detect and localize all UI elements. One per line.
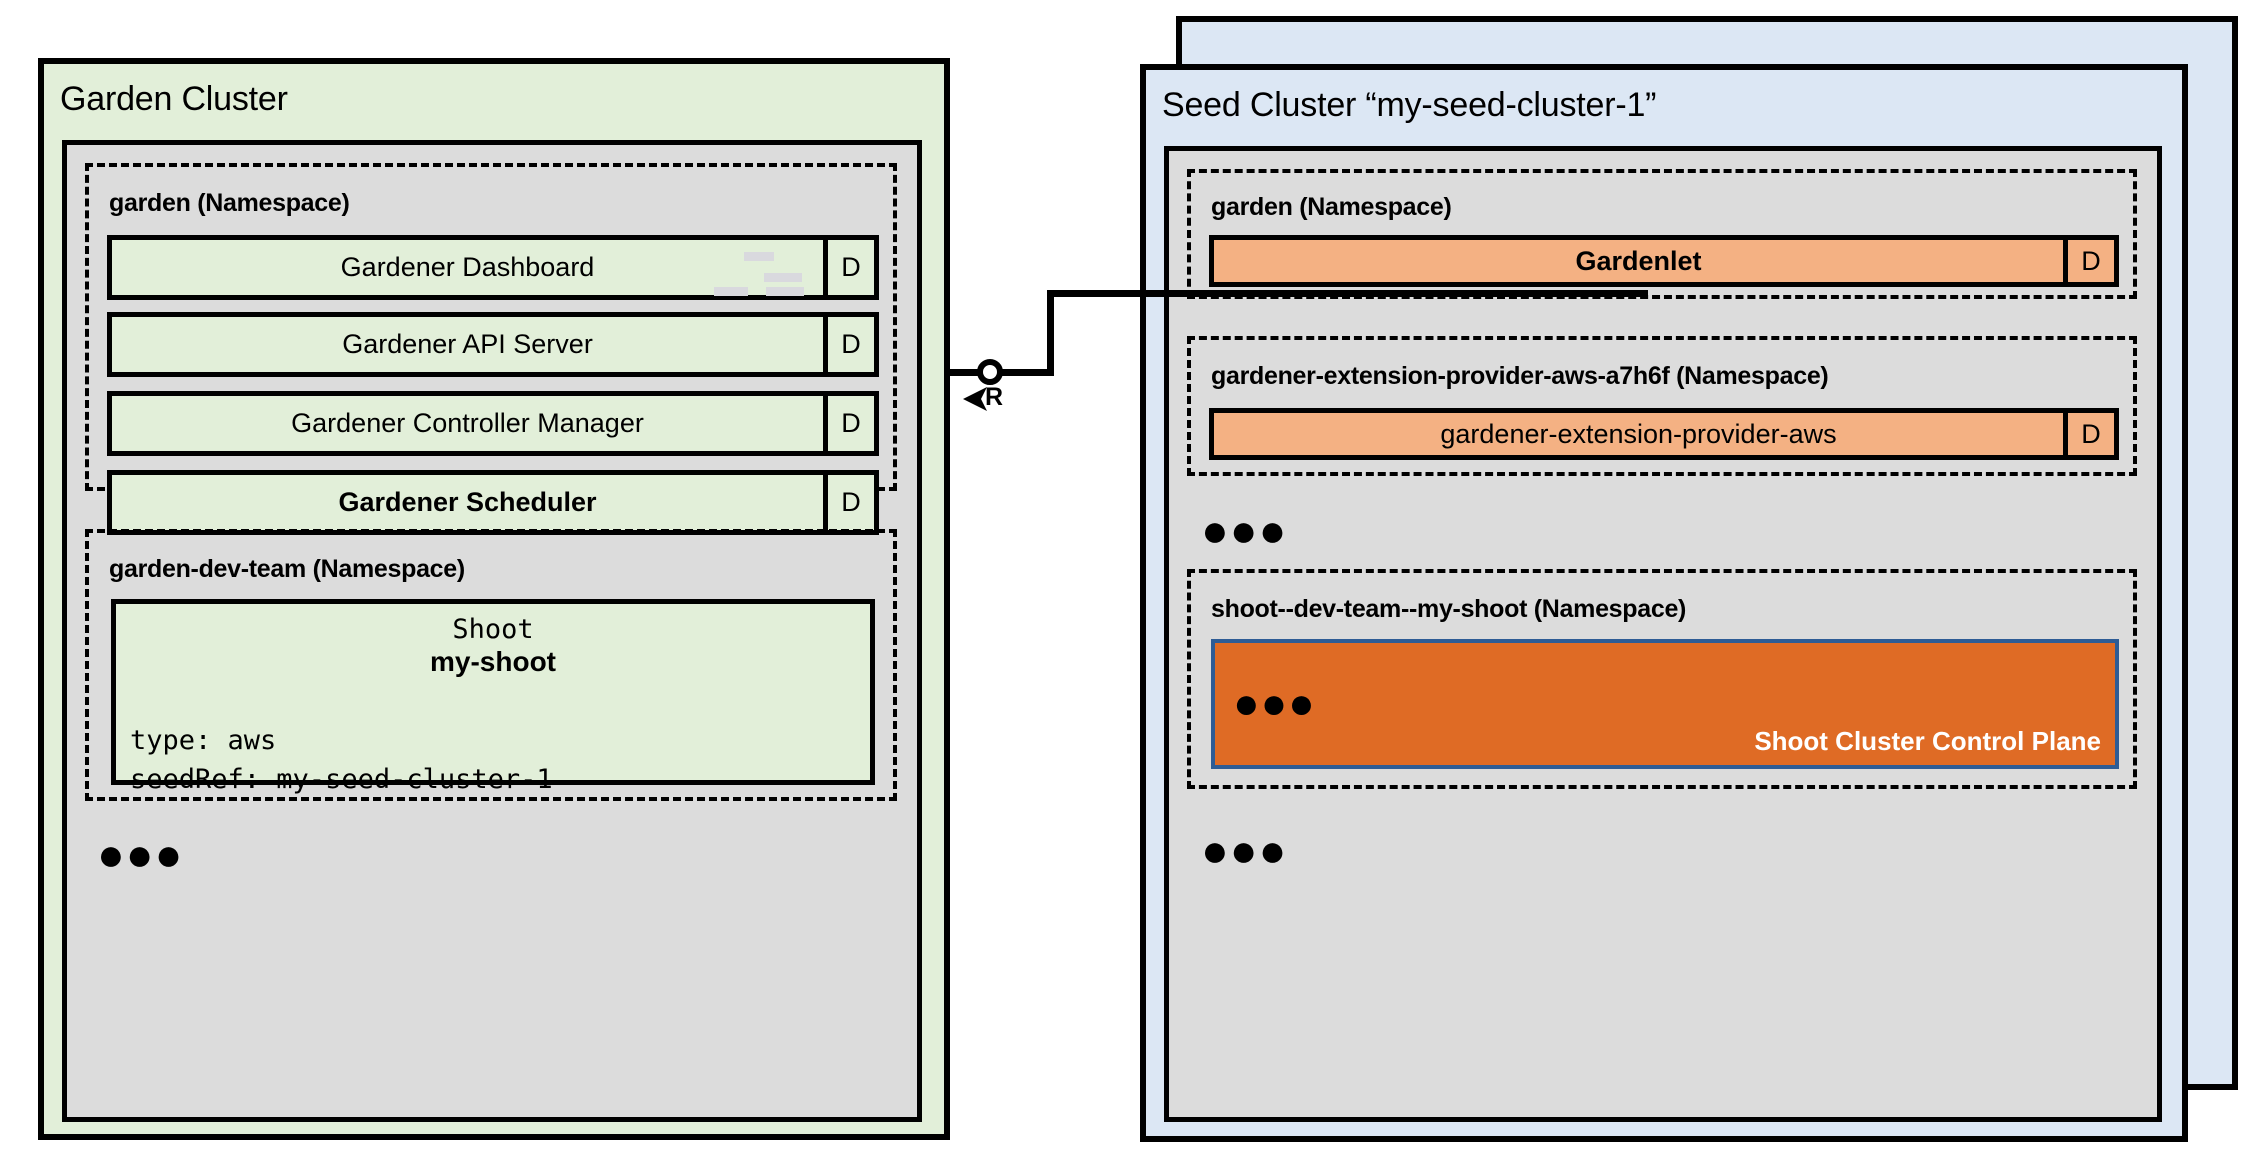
component-gardener-extension-provider-aws-label: gardener-extension-provider-aws: [1214, 413, 2063, 455]
garden-cluster-node: garden (Namespace) Gardener Dashboard D …: [62, 140, 922, 1122]
component-gardener-api-server-label: Gardener API Server: [112, 317, 823, 372]
garden-cluster-title: Garden Cluster: [60, 80, 288, 118]
component-gardener-controller-manager-kind: D: [823, 396, 874, 451]
shoot-cluster-control-plane[interactable]: ●●● Shoot Cluster Control Plane: [1211, 639, 2119, 769]
namespace-garden-dev-team: garden-dev-team (Namespace) Shoot my-sho…: [85, 529, 897, 801]
component-gardener-dashboard-label: Gardener Dashboard: [112, 240, 823, 295]
namespace-seed-garden: garden (Namespace) Gardenlet D: [1187, 169, 2137, 299]
control-plane-label: Shoot Cluster Control Plane: [1754, 726, 2101, 756]
component-gardener-dashboard-kind: D: [823, 240, 874, 295]
connector-segment-left: [944, 369, 990, 376]
namespace-seed-garden-label: garden (Namespace): [1211, 193, 1452, 221]
connector-relation-label: R: [985, 383, 1004, 411]
namespace-gardener-extension-provider-aws: gardener-extension-provider-aws-a7h6f (N…: [1187, 336, 2137, 476]
component-gardener-scheduler-label: Gardener Scheduler: [112, 475, 823, 530]
connector-socket-icon: [977, 359, 1003, 385]
dashboard-glyph-icon-2: [764, 273, 802, 282]
seed-cluster-node: garden (Namespace) Gardenlet D gardener-…: [1164, 146, 2162, 1122]
connector-segment-riser: [1047, 290, 1054, 376]
component-gardener-controller-manager-label: Gardener Controller Manager: [112, 396, 823, 451]
seed-cluster: Seed Cluster “my-seed-cluster-1” garden …: [1140, 64, 2188, 1142]
namespace-garden-label: garden (Namespace): [109, 189, 350, 217]
resource-shoot-my-shoot[interactable]: Shoot my-shoot type: aws seedRef: my-see…: [111, 599, 875, 795]
namespace-shoot-dev-team-my-shoot-label: shoot--dev-team--my-shoot (Namespace): [1211, 595, 1687, 623]
shoot-spec-lines: type: aws seedRef: my-seed-cluster-1: [130, 724, 553, 795]
component-gardenlet-kind: D: [2063, 240, 2114, 282]
garden-node-ellipsis: ●●●: [97, 828, 184, 880]
dashboard-glyph-icon-4: [714, 287, 748, 296]
component-gardenlet[interactable]: Gardenlet D: [1209, 235, 2119, 287]
shoot-kind-label: Shoot: [452, 614, 534, 645]
dashboard-glyph-icon-3: [766, 287, 804, 296]
component-gardener-controller-manager[interactable]: Gardener Controller Manager D: [107, 391, 879, 456]
seed-node-bottom-ellipsis: ●●●: [1201, 824, 1288, 876]
component-gardener-scheduler-kind: D: [823, 475, 874, 530]
connector-arrow-icon: [963, 387, 987, 411]
namespace-gardener-extension-provider-aws-label: gardener-extension-provider-aws-a7h6f (N…: [1211, 362, 1829, 390]
connector-segment-mid: [1002, 369, 1054, 376]
connector-segment-right: [1047, 290, 1648, 297]
component-gardenlet-label: Gardenlet: [1214, 240, 2063, 282]
shoot-name-label: my-shoot: [430, 646, 556, 678]
namespace-shoot-dev-team-my-shoot: shoot--dev-team--my-shoot (Namespace) ●●…: [1187, 569, 2137, 789]
component-gardener-dashboard[interactable]: Gardener Dashboard D: [107, 235, 879, 300]
garden-cluster: Garden Cluster garden (Namespace) Garden…: [38, 58, 950, 1140]
seed-node-mid-ellipsis: ●●●: [1201, 504, 1288, 556]
component-gardener-api-server-kind: D: [823, 317, 874, 372]
component-gardener-extension-provider-aws[interactable]: gardener-extension-provider-aws D: [1209, 408, 2119, 460]
control-plane-ellipsis: ●●●: [1233, 679, 1316, 729]
component-gardener-scheduler[interactable]: Gardener Scheduler D: [107, 470, 879, 535]
seed-cluster-title: Seed Cluster “my-seed-cluster-1”: [1162, 86, 1657, 124]
dashboard-glyph-icon: [744, 252, 774, 261]
namespace-garden: garden (Namespace) Gardener Dashboard D …: [85, 163, 897, 535]
component-gardener-extension-provider-aws-kind: D: [2063, 413, 2114, 455]
component-gardener-api-server[interactable]: Gardener API Server D: [107, 312, 879, 377]
namespace-garden-dev-team-label: garden-dev-team (Namespace): [109, 555, 465, 583]
